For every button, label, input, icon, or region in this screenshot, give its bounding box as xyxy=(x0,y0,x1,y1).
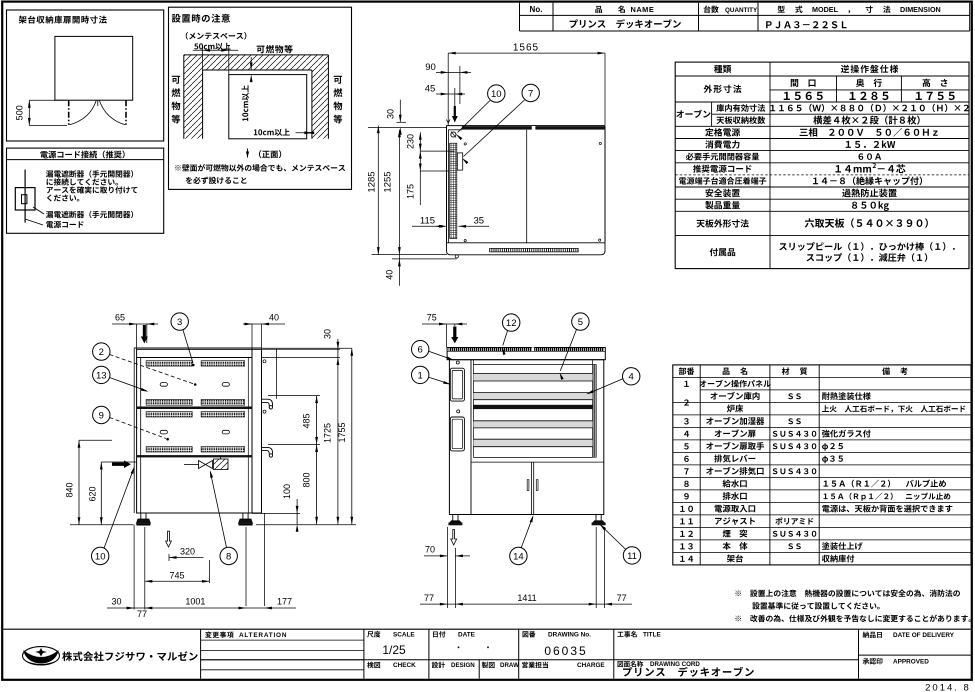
svg-text:CHECK: CHECK xyxy=(393,662,416,669)
svg-text:1725: 1725 xyxy=(323,423,333,443)
svg-text:APPROVED: APPROVED xyxy=(893,659,929,666)
svg-text:10: 10 xyxy=(95,551,106,562)
svg-text:DESIGN: DESIGN xyxy=(451,662,475,669)
svg-text:800: 800 xyxy=(302,472,312,487)
svg-text:3: 3 xyxy=(177,317,182,328)
svg-text:30: 30 xyxy=(111,597,121,607)
svg-text:CHARGE: CHARGE xyxy=(577,662,605,669)
svg-text:115: 115 xyxy=(420,216,435,227)
svg-text:DRAWING No.: DRAWING No. xyxy=(548,632,591,639)
svg-text:ALTERATION: ALTERATION xyxy=(239,632,287,639)
svg-text:1/25: 1/25 xyxy=(382,643,406,657)
svg-text:175: 175 xyxy=(406,184,416,199)
svg-text:6: 6 xyxy=(418,345,423,356)
svg-text:1001: 1001 xyxy=(185,597,205,607)
svg-text:2: 2 xyxy=(99,347,104,358)
svg-text:75: 75 xyxy=(427,313,437,323)
svg-text:45: 45 xyxy=(425,84,436,95)
svg-text:77: 77 xyxy=(617,593,627,603)
svg-text:9: 9 xyxy=(99,410,104,421)
svg-text:90: 90 xyxy=(425,62,436,73)
svg-text:620: 620 xyxy=(87,486,97,501)
svg-text:5: 5 xyxy=(578,317,583,328)
svg-text:NAME: NAME xyxy=(631,5,655,14)
svg-text:100: 100 xyxy=(282,484,292,499)
svg-text:1255: 1255 xyxy=(383,171,394,192)
svg-text:8: 8 xyxy=(226,551,231,562)
svg-text:485: 485 xyxy=(302,413,312,428)
svg-text:77: 77 xyxy=(137,609,147,619)
svg-text:30: 30 xyxy=(385,109,395,119)
svg-text:10: 10 xyxy=(491,89,502,100)
svg-text:2014. 8: 2014. 8 xyxy=(925,683,971,692)
svg-text:1285: 1285 xyxy=(367,171,378,192)
svg-text:DIMENSION: DIMENSION xyxy=(900,5,941,14)
svg-text:35: 35 xyxy=(474,216,485,227)
svg-text:1565: 1565 xyxy=(513,43,539,54)
svg-text:840: 840 xyxy=(65,482,75,497)
svg-text:11: 11 xyxy=(627,551,637,562)
svg-text:DRAWING CORD: DRAWING CORD xyxy=(650,661,700,668)
svg-text:7: 7 xyxy=(528,88,533,99)
svg-text:30: 30 xyxy=(323,329,333,339)
svg-text:1411: 1411 xyxy=(517,593,536,603)
svg-text:06035: 06035 xyxy=(544,644,587,658)
svg-text:DATE: DATE xyxy=(458,632,476,639)
svg-text:12: 12 xyxy=(506,318,517,329)
svg-text:320: 320 xyxy=(180,547,195,557)
svg-text:14: 14 xyxy=(513,551,524,562)
svg-text:1755: 1755 xyxy=(337,422,347,442)
svg-text:40: 40 xyxy=(269,313,279,323)
svg-text:QUANTITY: QUANTITY xyxy=(725,7,758,14)
svg-text:500: 500 xyxy=(15,105,25,120)
svg-text:TITLE: TITLE xyxy=(643,632,661,639)
svg-text:745: 745 xyxy=(169,570,184,580)
svg-text:4: 4 xyxy=(629,372,634,383)
svg-text:DRAW: DRAW xyxy=(500,662,519,669)
svg-text:DATE OF DELIVERY: DATE OF DELIVERY xyxy=(893,632,955,639)
svg-text:230: 230 xyxy=(406,134,416,149)
svg-text:13: 13 xyxy=(96,370,107,381)
svg-text:1: 1 xyxy=(418,370,423,381)
svg-text:65: 65 xyxy=(115,313,125,323)
svg-text:No.: No. xyxy=(530,5,543,14)
svg-text:177: 177 xyxy=(277,596,292,606)
svg-text:SCALE: SCALE xyxy=(393,632,415,639)
svg-text:70: 70 xyxy=(425,545,435,555)
svg-text:MODEL: MODEL xyxy=(812,5,839,14)
svg-text:40: 40 xyxy=(384,270,394,280)
svg-text:77: 77 xyxy=(424,593,434,603)
